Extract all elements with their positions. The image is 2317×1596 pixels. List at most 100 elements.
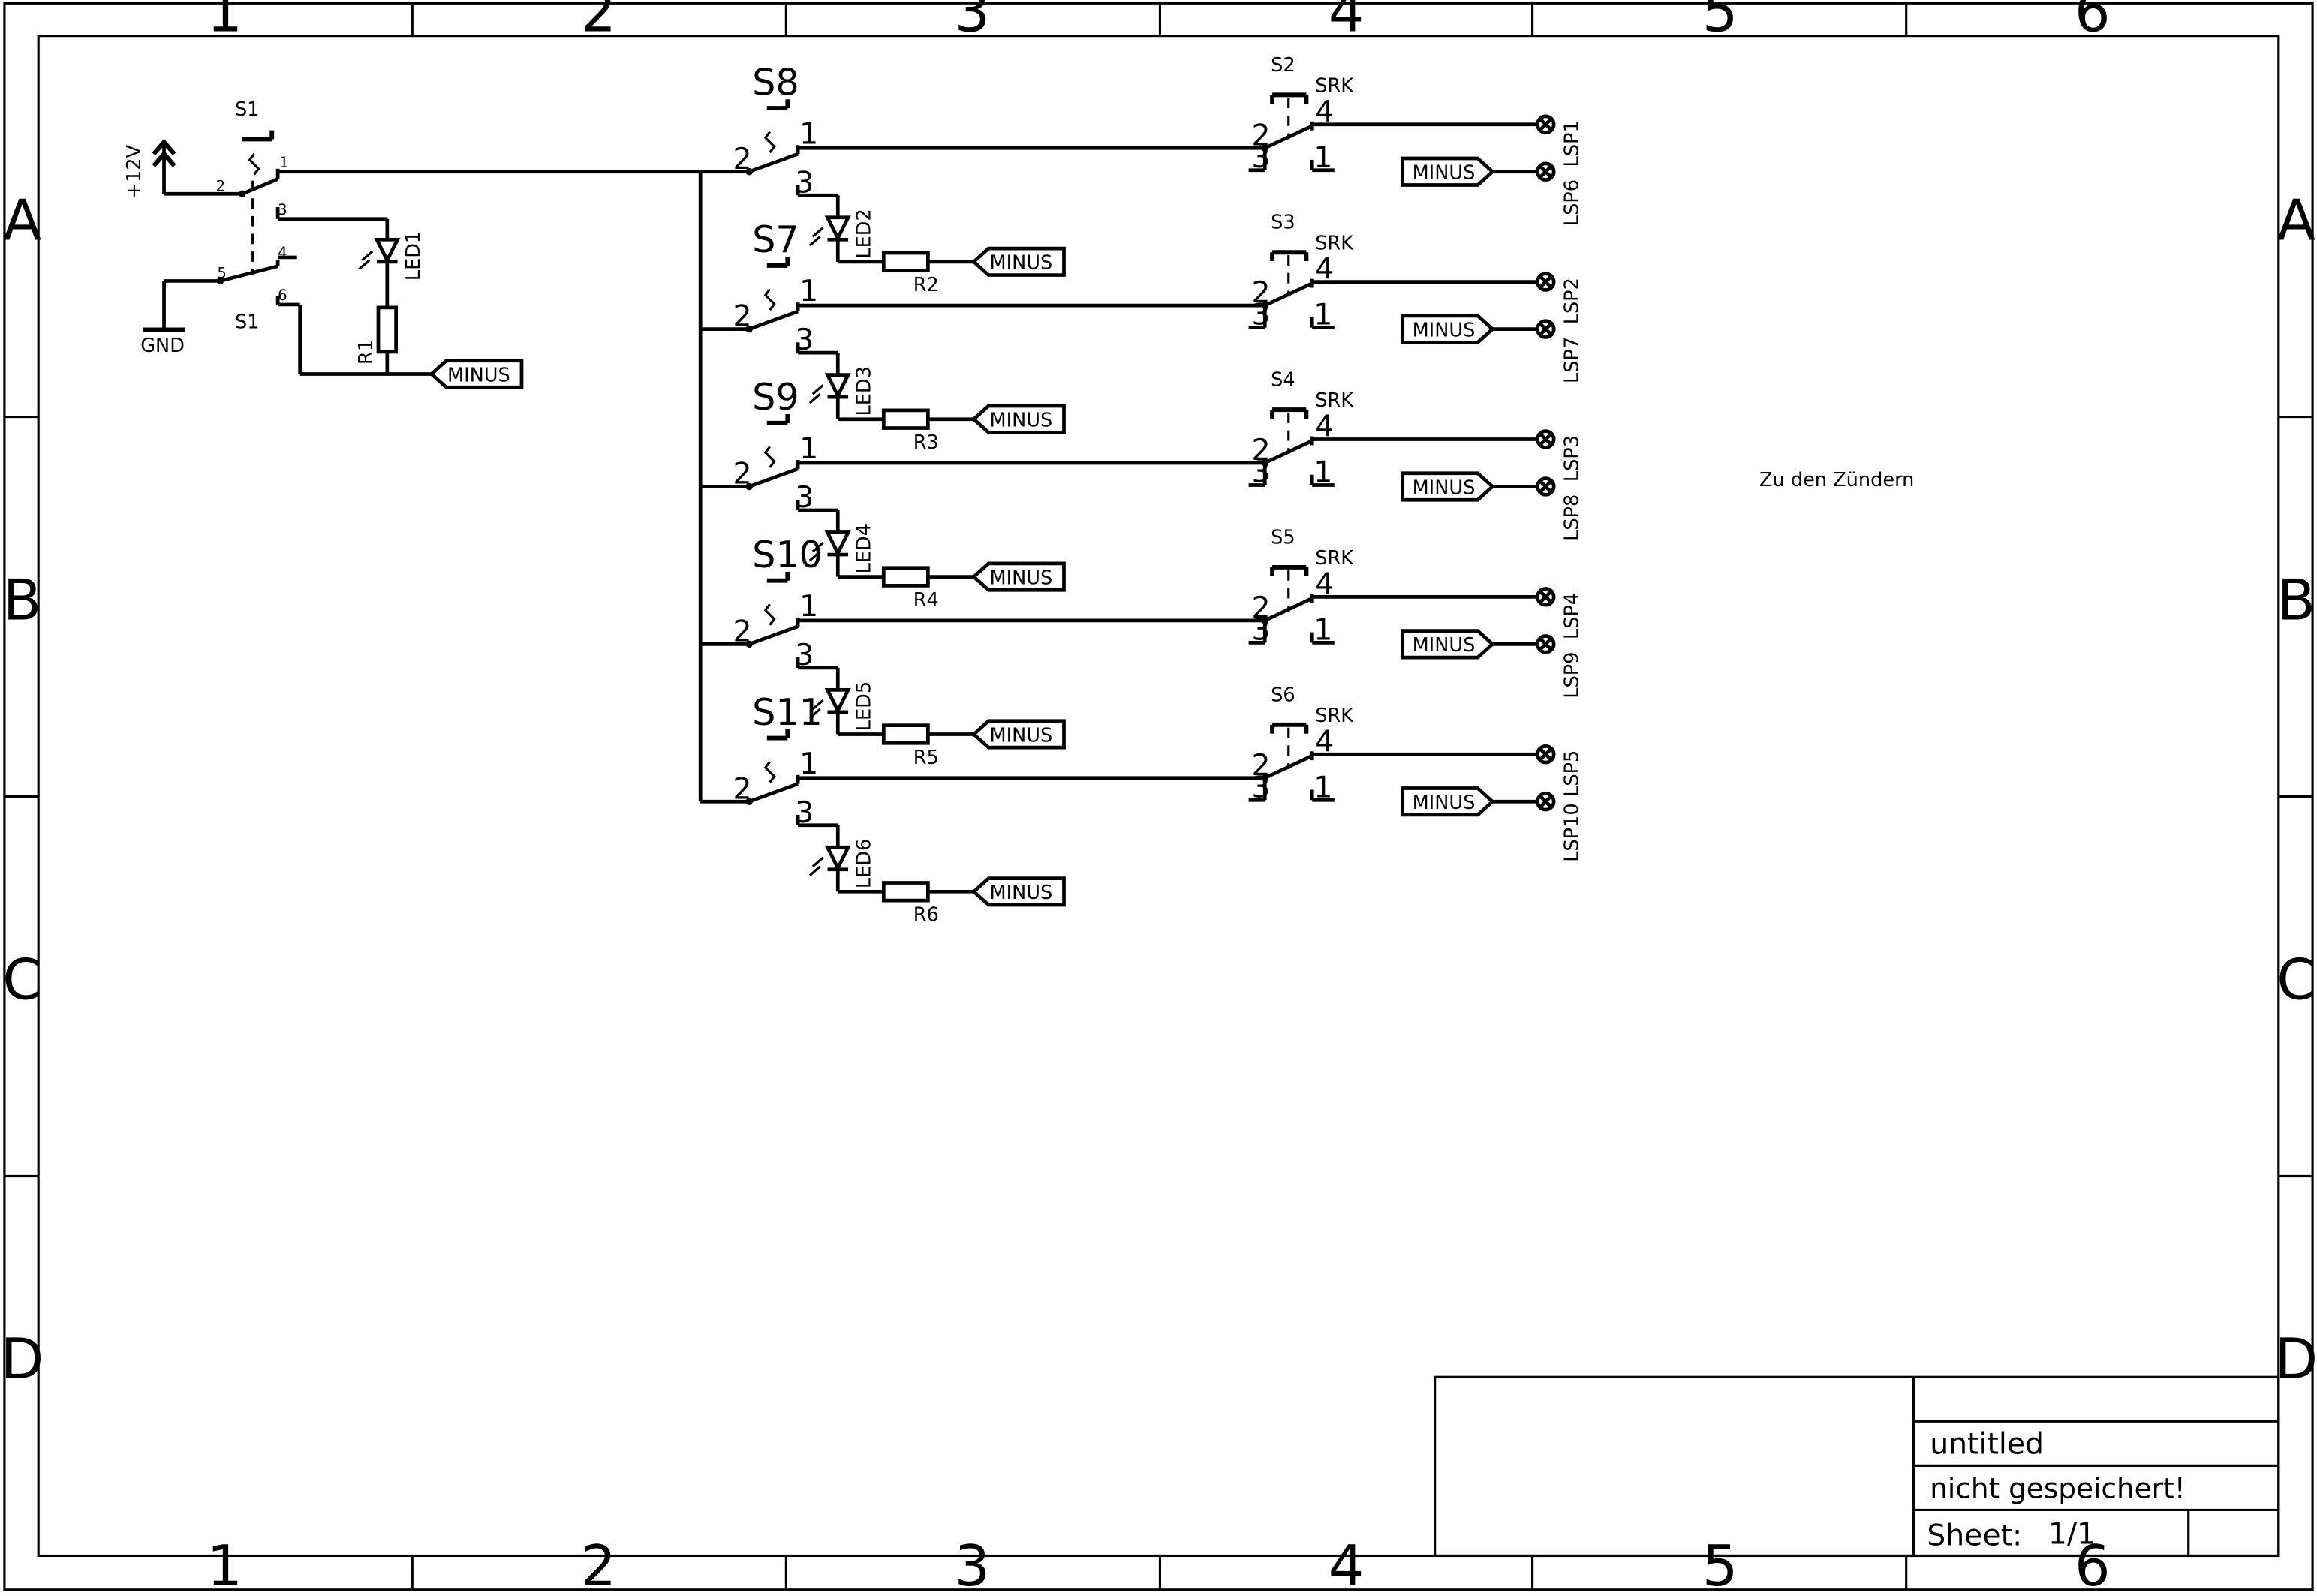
col-label-bottom: 3 [955,1534,991,1596]
output-label: LSP3 [1561,435,1584,482]
minus-label-text: MINUS [1413,162,1476,185]
resistor-label: R2 [913,274,939,296]
minus-tag-outline [970,561,1066,592]
output-label: LSP5 [1561,750,1584,797]
resistor-body [881,723,930,745]
row-label-right: B [2277,567,2315,633]
pin-number: 2 [733,142,752,176]
minus-tag-outline [1400,629,1495,660]
supply-label: +12V [123,145,146,199]
led-label: LED4 [853,524,876,573]
pin-number: 2 [733,299,752,334]
minus-tag-outline [970,876,1066,907]
terminal-icon [1536,634,1556,654]
s1-ref-top: S1 [235,98,260,121]
minus-label-text: MINUS [1413,634,1476,657]
output-label: LSP9 [1561,652,1584,699]
s1-pin: 6 [278,287,287,304]
col-label-bottom: 2 [581,1534,617,1596]
drawing-title: untitled [1930,1427,2044,1462]
terminal-icon [1538,431,1553,447]
col-label-top: 1 [206,0,242,45]
terminal-icon [1536,587,1556,607]
s1-pin: 4 [278,244,287,261]
minus-label-text: MINUS [1413,476,1476,499]
switch-lever [748,624,799,646]
switch-spring [763,603,776,626]
terminal-icon [1536,792,1556,812]
led-label: LED6 [853,839,876,888]
pin-number: 2 [1252,275,1271,310]
led-triangle [824,530,851,558]
minus-tag-outline [1400,314,1495,344]
resistor-label: R3 [913,431,939,454]
annotation-note: Zu den Zündern [1759,469,1914,491]
resistor-body [881,251,930,273]
pin-number: 2 [1252,433,1271,467]
resistor-label: R5 [913,747,939,769]
r1-label: R1 [355,339,378,365]
terminal-icon [1536,272,1556,292]
pin-number: 2 [733,457,752,491]
switch-spring [763,288,776,311]
selector-label: S2 [1271,54,1295,77]
resistor-r1: R1 [355,305,398,374]
pin-number: 1 [1313,612,1332,647]
terminal-icon [1538,322,1553,337]
terminal-icon [1536,319,1556,339]
main-switch-s1[interactable]: S1 S1 1 2 3 4 5 6 [215,98,701,376]
minus-label-text: MINUS [1413,792,1476,814]
minus-label-text: MINUS [990,882,1053,904]
row-label-right: C [2276,947,2315,1012]
pin-number: 1 [799,274,818,308]
row-label-right: A [2277,188,2315,253]
led-triangle [824,688,851,715]
terminal-icon [1538,794,1553,809]
resistor-body [881,881,930,903]
minus-tag-outline [1400,156,1495,187]
led-label: LED3 [853,366,876,416]
s1-pin: 5 [217,265,227,282]
pin-number: 2 [1252,748,1271,783]
switch-spring [763,761,776,783]
light-arrows [808,542,824,562]
output-label: LSP1 [1561,120,1584,167]
sheet-frame [3,2,2314,1591]
output-label: LSP2 [1561,278,1584,324]
output-label: LSP8 [1561,494,1584,541]
indicator-led: LED4 [798,508,884,579]
light-arrows [808,227,824,247]
switch-lever [748,152,799,173]
pin-number: 1 [799,589,818,624]
trigger-switch-label: S11 [752,690,823,734]
indicator-led: LED6 [798,823,884,894]
light-arrows [808,699,824,719]
frame-column-labels: 1 2 3 4 5 6 1 2 3 4 5 6 [206,0,2110,1596]
col-label-bottom: 6 [2075,1534,2111,1596]
terminal-icon [1538,275,1553,290]
switch-spring [763,446,776,468]
col-label-bottom: 1 [206,1534,242,1596]
led1-label: LED1 [402,231,425,281]
indicator-led: LED5 [798,666,884,736]
led-triangle [824,373,851,400]
minus-tag-outline [1400,471,1495,502]
pin-number: 2 [1252,591,1271,625]
output-label: LSP10 [1561,803,1584,861]
led-label: LED2 [853,209,876,258]
resistor-label: R4 [913,589,939,612]
